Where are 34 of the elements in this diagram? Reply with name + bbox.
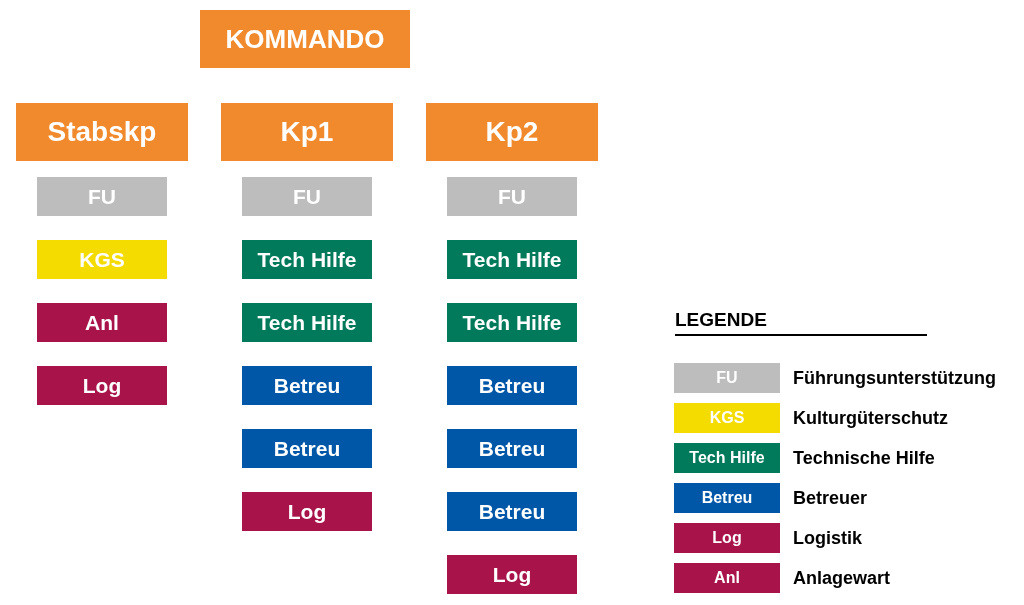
legend-heading: LEGENDE <box>675 308 767 332</box>
unit-header-box: KOMMANDO <box>200 10 410 68</box>
section-box: FU <box>447 177 577 216</box>
section-box: Betreu <box>447 492 577 531</box>
legend-label: Betreuer <box>793 486 868 510</box>
legend-label: Führungsunterstützung <box>793 366 996 390</box>
section-box: Betreu <box>242 429 372 468</box>
legend-label: Kulturgüterschutz <box>793 406 948 430</box>
section-box: Tech Hilfe <box>447 240 577 279</box>
legend-swatch: Tech Hilfe <box>674 443 780 473</box>
legend-label: Technische Hilfe <box>793 446 935 470</box>
section-box: Tech Hilfe <box>242 303 372 342</box>
section-box: Betreu <box>447 366 577 405</box>
section-box: KGS <box>37 240 167 279</box>
unit-header-box: Stabskp <box>16 103 188 161</box>
section-box: Log <box>447 555 577 594</box>
legend-swatch: Betreu <box>674 483 780 513</box>
section-box: Log <box>37 366 167 405</box>
section-box: Tech Hilfe <box>447 303 577 342</box>
legend-swatch: FU <box>674 363 780 393</box>
section-box: Tech Hilfe <box>242 240 372 279</box>
legend-swatch: KGS <box>674 403 780 433</box>
legend-swatch: Anl <box>674 563 780 593</box>
section-box: FU <box>37 177 167 216</box>
legend-swatch: Log <box>674 523 780 553</box>
legend-label: Anlagewart <box>793 566 891 590</box>
section-box: Betreu <box>242 366 372 405</box>
section-box: Betreu <box>447 429 577 468</box>
legend-label: Logistik <box>793 526 862 550</box>
section-box: FU <box>242 177 372 216</box>
section-box: Anl <box>37 303 167 342</box>
unit-header-box: Kp1 <box>221 103 393 161</box>
unit-header-box: Kp2 <box>426 103 598 161</box>
section-box: Log <box>242 492 372 531</box>
